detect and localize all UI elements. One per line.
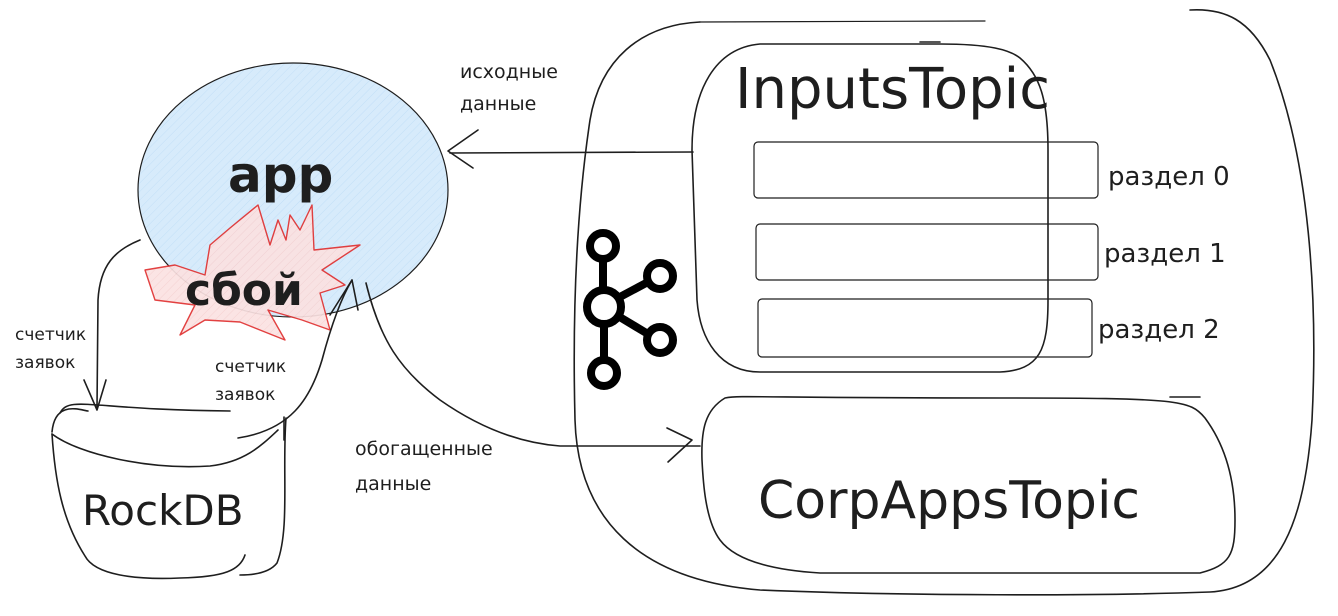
edge-app-to-corpapps-label-2: данные [355, 473, 431, 495]
corpapps-topic-title: CorpAppsTopic [758, 471, 1140, 531]
inputs-topic-title: InputsTopic [735, 57, 1050, 122]
partition-0-label: раздел 0 [1108, 162, 1230, 192]
edge-rocksdb-to-app-label-1: счетчик [215, 357, 286, 377]
partition-2[interactable] [757, 298, 1093, 358]
edge-app-to-rocksdb-label-2: заявок [15, 353, 75, 373]
corpapps-topic-container[interactable] [701, 395, 1236, 574]
edge-app-to-corpapps[interactable] [365, 282, 701, 463]
edge-inputs-to-app-label-2: данные [460, 93, 536, 115]
kafka-logo-icon [583, 229, 677, 390]
edge-app-to-rocksdb-label-1: счетчик [15, 325, 86, 345]
inputs-topic-container[interactable] [691, 41, 1049, 373]
rocksdb-node[interactable] [51, 403, 287, 580]
edge-app-to-corpapps-label-1: обогащенные [355, 438, 493, 460]
failure-label: сбой [185, 265, 303, 316]
partition-0[interactable] [753, 141, 1099, 199]
rocksdb-label: RockDB [82, 486, 244, 535]
partition-2-label: раздел 2 [1098, 315, 1220, 345]
edge-inputs-to-app[interactable] [447, 129, 694, 169]
partition-1[interactable] [755, 223, 1099, 281]
app-label: app [228, 146, 333, 204]
kafka-cluster-container[interactable] [573, 9, 1315, 596]
edge-rocksdb-to-app-label-2: заявок [215, 385, 275, 405]
edge-app-to-rocksdb[interactable] [83, 239, 141, 411]
edge-rocksdb-to-app[interactable] [237, 279, 359, 439]
failure-burst[interactable] [144, 204, 361, 341]
edge-inputs-to-app-label-1: исходные [460, 61, 558, 83]
partition-1-label: раздел 1 [1104, 239, 1226, 269]
